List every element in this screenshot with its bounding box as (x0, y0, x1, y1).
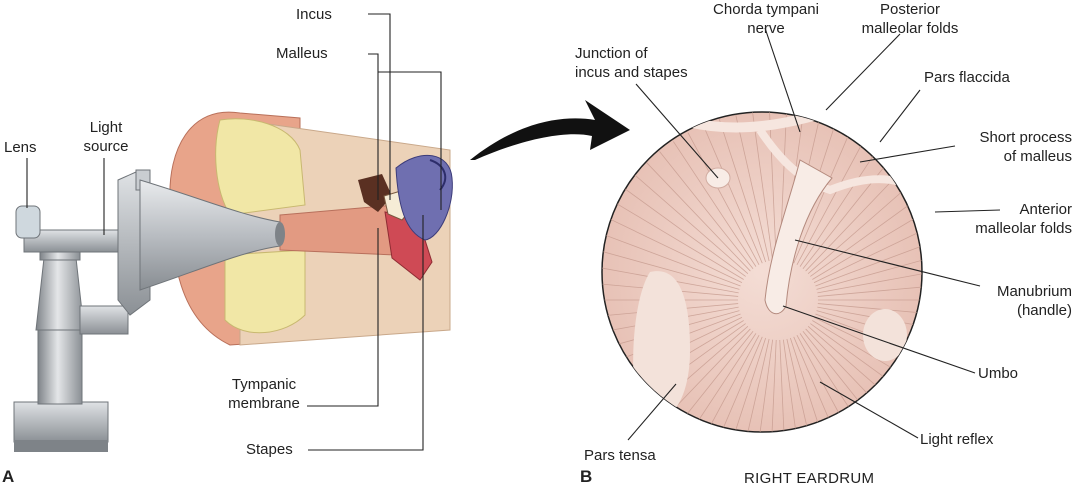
eardrum-fiber (735, 114, 770, 262)
label-malleus: Malleus (276, 45, 328, 62)
eardrum-fiber (602, 232, 741, 287)
eardrum-fiber (672, 333, 757, 432)
eardrum-fiber (702, 336, 763, 432)
eardrum-fiber (614, 202, 744, 280)
magnify-arrow (470, 100, 630, 160)
eardrum-view (601, 111, 923, 433)
eardrum-fiber (634, 174, 749, 274)
eardrum-fiber (646, 162, 751, 272)
panel-label-a: A (2, 467, 15, 486)
eardrum-fiber (735, 338, 770, 432)
label-pars-flaccida: Pars flaccida (924, 69, 1010, 86)
otoscope (13, 169, 285, 452)
eardrum-fiber (817, 265, 922, 294)
eardrum-fiber (802, 151, 897, 269)
eardrum-fiber (752, 339, 774, 432)
eardrum-fiber (793, 125, 854, 264)
eardrum-fiber (602, 249, 740, 290)
eardrum-fiber (813, 217, 922, 284)
eardrum-fiber (799, 141, 884, 267)
eardrum-fiber (687, 335, 760, 432)
label-tympanic-membrane: Tympanic membrane (228, 376, 300, 412)
eardrum-fiber (687, 132, 760, 265)
label-pars-tensa: Pars tensa (584, 447, 656, 464)
label-light-source: Light source (83, 119, 129, 155)
eardrum-fiber (786, 338, 821, 432)
eardrum-fiber (672, 141, 757, 267)
label-short-process: Short process of malleus (979, 129, 1072, 165)
label-posterior-folds: Posterior malleolar folds (861, 1, 959, 37)
eardrum-fiber (769, 339, 777, 432)
eardrum-fiber (796, 335, 869, 432)
eardrum-fiber (659, 151, 754, 269)
label-stapes: Stapes (246, 441, 293, 458)
ear-cross-section (169, 111, 453, 346)
panel-label-b: B (580, 467, 593, 486)
eardrum-fiber (817, 282, 922, 297)
eardrum-fiber (779, 339, 787, 432)
label-light-reflex: Light reflex (920, 431, 994, 448)
eardrum-fiber (796, 132, 869, 265)
label-incus: Incus (296, 6, 332, 23)
label-junction: Junction of incus and stapes (575, 45, 688, 81)
leader-lines-b (627, 27, 1001, 441)
caption-right-eardrum: RIGHT EARDRUM (744, 470, 875, 487)
leader-lines-a (26, 13, 442, 451)
eardrum-fiber (718, 119, 767, 263)
eardrum-fiber (769, 112, 777, 261)
eardrum-fiber (782, 339, 804, 432)
eardrum-fiber (752, 112, 774, 261)
eardrum-fiber (702, 125, 763, 264)
eardrum-fiber (718, 337, 767, 432)
eardrum-fiber (815, 232, 922, 287)
eardrum-fiber (799, 333, 884, 432)
eardrum-fiber (789, 337, 838, 432)
eardrum-fiber (624, 187, 746, 277)
label-manubrium: Manubrium (handle) (996, 283, 1072, 319)
label-anterior-folds: Anterior malleolar folds (975, 201, 1072, 237)
label-chorda-tympani: Chorda tympani nerve (713, 1, 819, 37)
eardrum-fiber (793, 336, 854, 432)
eardrum-fiber (817, 303, 922, 318)
label-lens: Lens (4, 139, 37, 156)
label-umbo: Umbo (978, 365, 1019, 382)
eardrum-fiber (606, 217, 743, 284)
eardrum-fiber (816, 249, 922, 290)
